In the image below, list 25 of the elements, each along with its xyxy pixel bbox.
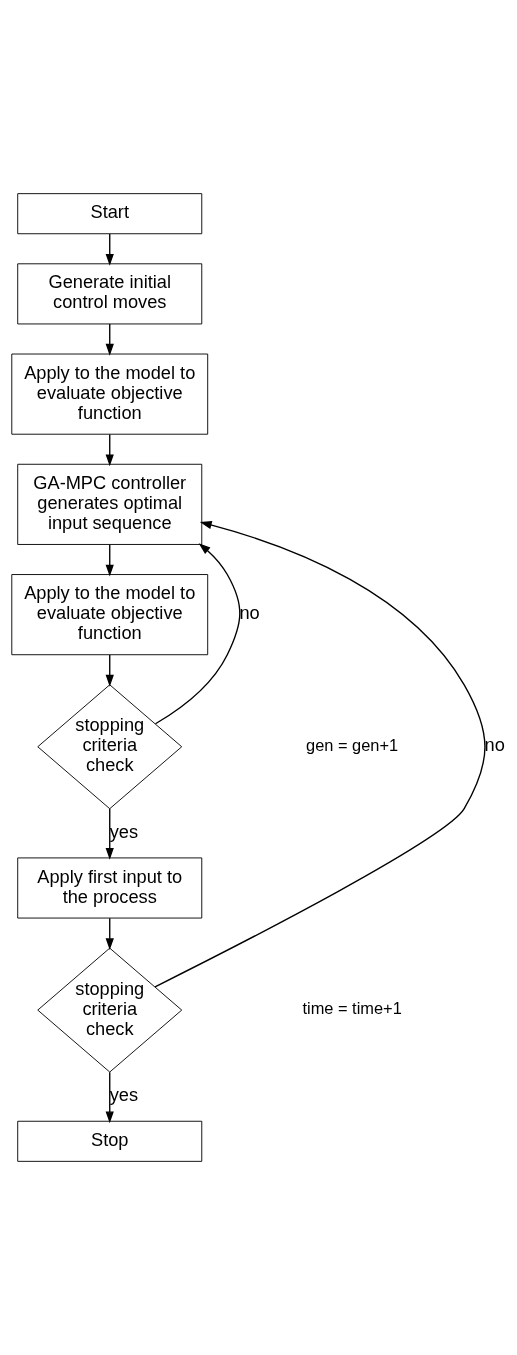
edge-label: no [239,603,260,624]
node-diamond: stopping criteria check [37,947,183,1073]
arrow [105,808,114,860]
node-box: Stop [17,1120,203,1162]
node-diamond: stopping criteria check [37,684,183,810]
arrow [105,233,114,266]
arrow [105,917,114,951]
edge-label: yes [109,821,139,842]
node-box: Apply to the model to evaluate objective function [11,574,209,656]
arrow [105,1071,114,1124]
arrow [105,544,114,577]
node-box: Generate initial control moves [17,263,203,325]
label: gen = gen+1 [306,735,399,754]
arrow [105,654,114,687]
node-box: Apply first input to the process [17,857,203,919]
node-box: Start [17,193,203,235]
node-box: Apply to the model to evaluate objective function [11,353,209,435]
arrow [154,521,486,988]
arrow [154,543,241,725]
arrow [105,323,114,356]
node-box: GA-MPC controller generates optimal input sequence [17,463,203,545]
edge-label: yes [109,1085,139,1106]
label: time = time+1 [302,999,402,1018]
arrow [105,433,114,467]
edge-label: no [484,735,505,756]
